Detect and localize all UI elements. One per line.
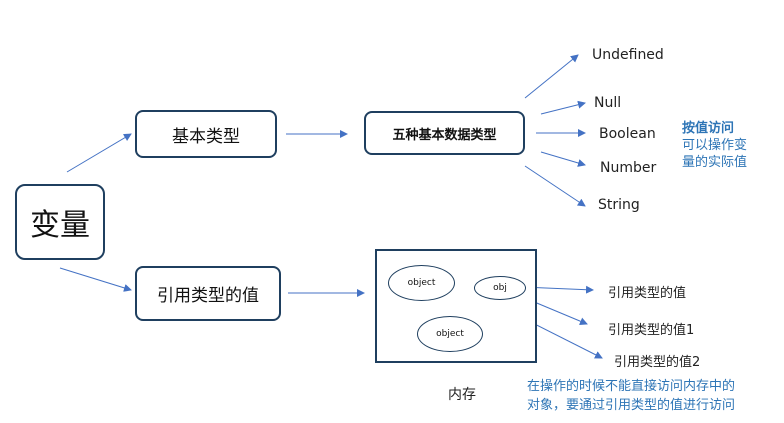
- type-boolean: Boolean: [599, 126, 656, 142]
- arrow-root-to-primitive: [66, 133, 132, 173]
- by-value-line-2: 量的实际值: [682, 155, 748, 170]
- type-string: String: [598, 197, 640, 213]
- memory-label: 内存: [448, 387, 476, 403]
- primitive-type-label: 基本类型: [172, 126, 240, 147]
- by-value-title: 按值访问: [682, 121, 735, 136]
- type-null: Null: [594, 95, 622, 111]
- arrow-to-number: [540, 151, 586, 167]
- memory-object-obj: obj: [474, 276, 526, 300]
- type-number: Number: [600, 160, 657, 176]
- arrow-to-undefined: [524, 54, 579, 99]
- variable-node: 变量: [15, 184, 105, 260]
- ref-value-0: 引用类型的值: [608, 286, 687, 301]
- access-note-line-1: 在操作的时候不能直接访问内存中的: [527, 379, 736, 394]
- type-undefined: Undefined: [592, 47, 664, 63]
- variable-label: 变量: [30, 208, 90, 243]
- primitive-type-node: 基本类型: [135, 110, 277, 158]
- access-note: 在操作的时候不能直接访问内存中的 对象，要通过引用类型的值进行访问: [527, 377, 735, 415]
- five-primitive-types-label: 五种基本数据类型: [392, 127, 497, 143]
- five-primitive-types-node: 五种基本数据类型: [364, 111, 525, 155]
- memory-object-2: object: [417, 316, 483, 352]
- reference-type-label: 引用类型的值: [157, 286, 259, 306]
- arrow-root-to-reference: [59, 267, 132, 292]
- access-note-line-2: 对象，要通过引用类型的值进行访问: [527, 398, 736, 413]
- by-value-note: 按值访问 可以操作变 量的实际值: [682, 120, 747, 171]
- arrow-to-null: [540, 100, 586, 115]
- ref-value-2: 引用类型的值2: [614, 355, 701, 370]
- reference-type-node: 引用类型的值: [135, 266, 281, 321]
- ref-value-1: 引用类型的值1: [608, 323, 695, 338]
- by-value-line-1: 可以操作变: [682, 138, 748, 153]
- arrow-to-string: [524, 165, 586, 207]
- memory-object-1: object: [388, 265, 455, 301]
